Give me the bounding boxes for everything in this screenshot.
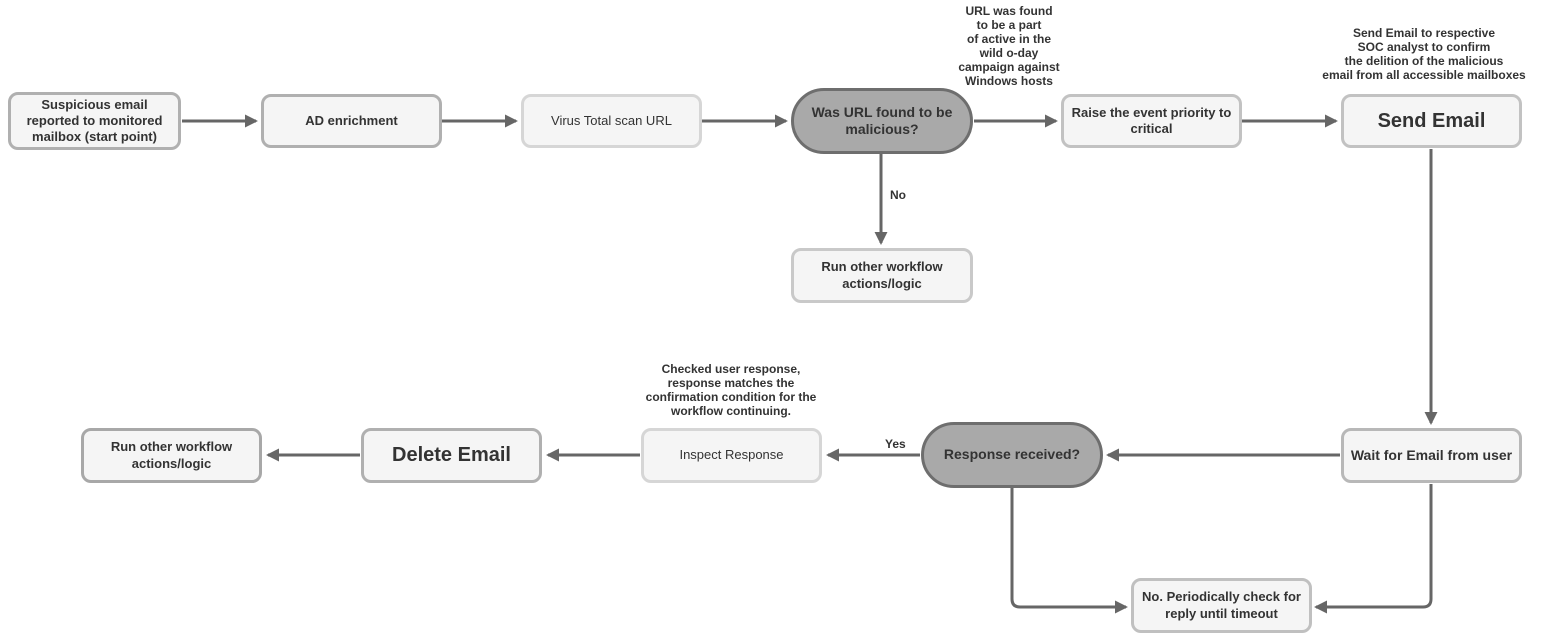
node-virus-total-scan[interactable]: Virus Total scan URL (521, 94, 702, 148)
node-start-label: Suspicious email reported to monitored m… (26, 96, 163, 145)
node-url-malicious-decision-label: Was URL found to be malicious? (811, 103, 953, 138)
node-delete-email[interactable]: Delete Email (361, 428, 542, 483)
node-raise-priority[interactable]: Raise the event priority to critical (1061, 94, 1242, 148)
node-url-malicious-decision[interactable]: Was URL found to be malicious? (791, 88, 973, 154)
node-ad-enrichment-label: AD enrichment (305, 112, 398, 128)
node-wait-for-email-label: Wait for Email from user (1350, 446, 1513, 463)
node-periodic-check-label: No. Periodically check for reply until t… (1142, 589, 1301, 621)
node-start[interactable]: Suspicious email reported to monitored m… (8, 92, 181, 150)
annotation-url-campaign-note: URL was found to be a part of active in … (958, 4, 1060, 88)
node-inspect-response[interactable]: Inspect Response (641, 428, 822, 483)
node-virus-total-scan-label: Virus Total scan URL (551, 112, 672, 128)
node-ad-enrichment[interactable]: AD enrichment (261, 94, 442, 148)
node-delete-email-label: Delete Email (392, 444, 511, 466)
annotation-inspect-response-note: Checked user response, response matches … (645, 362, 817, 418)
edge-response-decision-to-periodic-check (1010, 487, 1128, 614)
node-response-received-decision[interactable]: Response received? (921, 422, 1103, 488)
node-run-other-workflow-no-branch[interactable]: Run other workflow actions/logic (791, 248, 973, 303)
node-run-other-workflow-no-branch-label: Run other workflow actions/logic (821, 259, 943, 291)
node-response-received-decision-label: Response received? (943, 446, 1081, 463)
edge-label-yes: Yes (883, 437, 908, 451)
node-send-email-label: Send Email (1377, 109, 1486, 132)
node-wait-for-email[interactable]: Wait for Email from user (1341, 428, 1522, 483)
edge-label-no: No (888, 188, 908, 202)
node-periodic-check[interactable]: No. Periodically check for reply until t… (1131, 578, 1312, 633)
node-run-other-workflow-end-label: Run other workflow actions/logic (110, 439, 233, 471)
node-raise-priority-label: Raise the event priority to critical (1071, 104, 1232, 136)
edge-wait-to-periodic-check (1314, 484, 1433, 614)
annotation-send-email-note: Send Email to respective SOC analyst to … (1322, 26, 1526, 82)
node-inspect-response-label: Inspect Response (679, 447, 784, 463)
node-send-email[interactable]: Send Email (1341, 94, 1522, 148)
node-run-other-workflow-end[interactable]: Run other workflow actions/logic (81, 428, 262, 483)
